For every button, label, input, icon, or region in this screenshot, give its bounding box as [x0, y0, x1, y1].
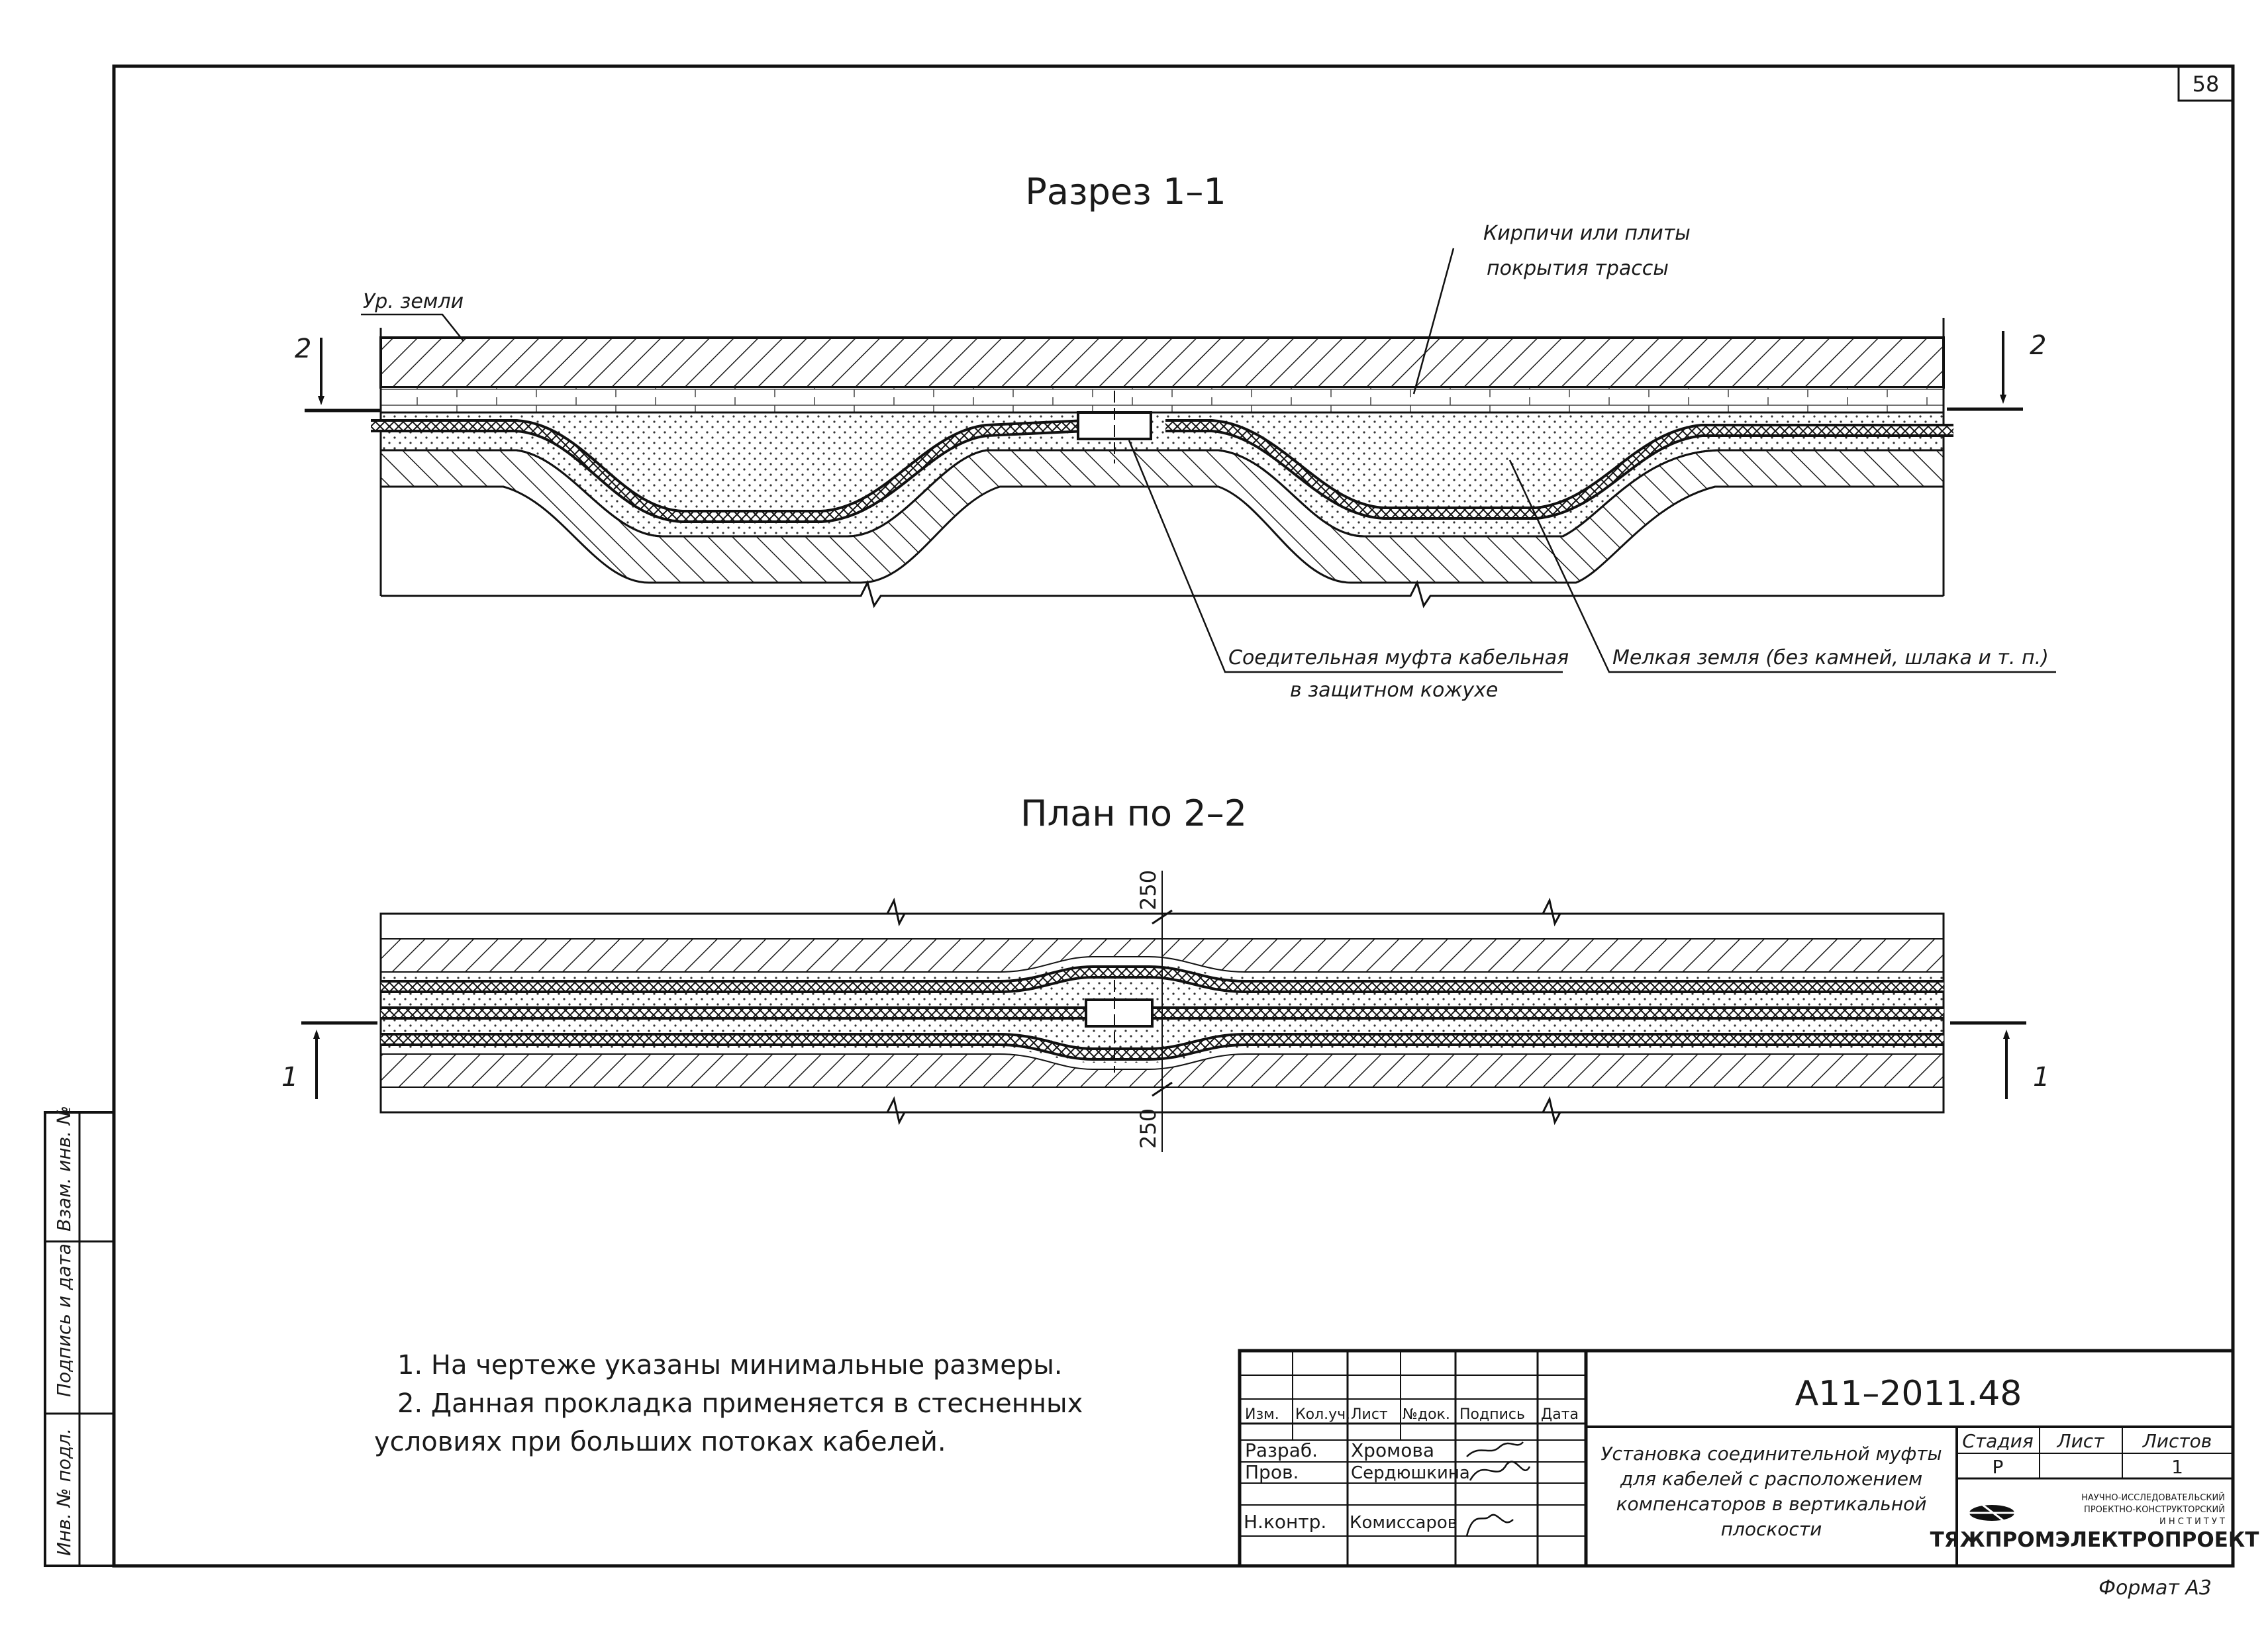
tb-name-dev: Хромова: [1351, 1439, 1434, 1461]
tb-name-check: Сердюшкина: [1351, 1463, 1470, 1483]
signature-dev: [1466, 1441, 1524, 1457]
soil-callout-label: Мелкая земля (без камней, шлака и т. п.): [1612, 646, 2049, 669]
sheet-number: 58: [2193, 72, 2220, 97]
tb-header-date: Дата: [1541, 1406, 1579, 1423]
tb-stage-value: Р: [1993, 1456, 2004, 1478]
tb-org-small-1: НАУЧНО-ИССЛЕДОВАТЕЛЬСКИЙ: [2081, 1492, 2225, 1503]
plan-view: 250 250: [379, 870, 1945, 1152]
ground-level-label: Ур. земли: [363, 290, 464, 313]
ground-surface-hatch: [379, 336, 1945, 389]
tb-sheets-header: Листов: [2142, 1430, 2212, 1452]
tb-header-change: Изм.: [1245, 1406, 1279, 1423]
tb-header-doc: №док.: [1403, 1406, 1450, 1423]
tb-desc-4: плоскости: [1721, 1518, 1822, 1540]
tb-role-check: Пров.: [1245, 1461, 1299, 1483]
title-block: Изм. Кол.уч. Лист №док. Подпись Дата Раз…: [1238, 1349, 2259, 1568]
notes: 1. На чертеже указаны минимальные размер…: [374, 1350, 1083, 1457]
tb-name-norm: Комиссаров: [1350, 1513, 1457, 1533]
cut-mark-right-1: 1: [1950, 1021, 2049, 1099]
plan-dim-top: 250: [1136, 870, 1161, 910]
tb-stage-header: Стадия: [1962, 1430, 2033, 1452]
cut-mark-left-2: 2: [295, 334, 381, 412]
cut-mark-right-1-label: 1: [2033, 1062, 2049, 1092]
plan-title: План по 2–2: [1020, 793, 1247, 834]
sheet-format: Формат А3: [2098, 1576, 2212, 1600]
org-logo: [1965, 1502, 2018, 1524]
sheet-number-box: 58: [2177, 66, 2233, 102]
tb-header-sign: Подпись: [1459, 1406, 1525, 1423]
tb-role-dev: Разраб.: [1245, 1439, 1318, 1461]
brick-callout: Кирпичи или плиты покрытия трассы: [1412, 222, 1691, 395]
note-1: 1. На чертеже указаны минимальные размер…: [397, 1350, 1063, 1380]
cut-mark-right-2: 2: [1947, 330, 2046, 411]
side-stamp: Взам. инв. № Подпись и дата Инв. № подл.: [44, 1106, 115, 1567]
cable-section-core: [371, 422, 1953, 520]
coupling-callout-line1: Соедительная муфта кабельная: [1228, 646, 1569, 669]
cut-mark-left-1-label: 1: [281, 1062, 298, 1092]
brick-callout-line2: покрытия трассы: [1487, 257, 1669, 280]
note-2-cont: условиях при больших потоках кабелей.: [374, 1427, 946, 1457]
side-stamp-signature: Подпись и дата: [53, 1243, 75, 1397]
tb-sheet-header: Лист: [2057, 1430, 2105, 1452]
soil-callout: Мелкая земля (без камней, шлака и т. п.): [1508, 459, 2056, 673]
tb-role-norm: Н.контр.: [1244, 1511, 1326, 1533]
tb-org-small-3: И Н С Т И Т У Т: [2159, 1517, 2225, 1527]
tb-doc-code: А11–2011.48: [1795, 1374, 2022, 1414]
coupling-callout-line2: в защитном кожухе: [1290, 679, 1498, 702]
ground-level-callout: Ур. земли: [361, 290, 464, 342]
section-title: Разрез 1–1: [1025, 171, 1226, 213]
cut-mark-left-1: 1: [281, 1021, 377, 1099]
tb-org-name: ТЯЖПРОМЭЛЕКТРОПРОЕКТ: [1930, 1528, 2259, 1552]
tb-desc-3: компенсаторов в вертикальной: [1616, 1493, 1927, 1515]
plan-coupling: [1085, 998, 1154, 1028]
tb-header-sheet: Лист: [1351, 1406, 1388, 1423]
side-stamp-inventory: Инв. № подл.: [53, 1428, 75, 1556]
coupling-callout: Соедительная муфта кабельная в защитном …: [1128, 440, 1569, 702]
section-view: [371, 318, 1953, 608]
cut-mark-right-2-label: 2: [2030, 330, 2046, 361]
tb-org-small-2: ПРОЕКТНО-КОНСТРУКТОРСКИЙ: [2084, 1504, 2225, 1515]
note-2: 2. Данная прокладка применяется в стесне…: [397, 1388, 1083, 1419]
brick-callout-line1: Кирпичи или плиты: [1483, 222, 1691, 245]
tb-desc-1: Установка соединительной муфты: [1601, 1443, 1942, 1465]
signature-norm: [1465, 1514, 1514, 1537]
sheet-frame: [112, 64, 2235, 1568]
side-stamp-replacement: Взам. инв. №: [53, 1106, 75, 1232]
signature-check: [1469, 1461, 1531, 1481]
tb-sheets-value: 1: [2171, 1456, 2183, 1478]
brick-layer: [380, 387, 1944, 413]
tb-header-count: Кол.уч.: [1295, 1406, 1350, 1423]
tb-desc-2: для кабелей с расположением: [1620, 1468, 1922, 1490]
plan-dim-bottom: 250: [1136, 1108, 1161, 1149]
cut-mark-left-2-label: 2: [295, 334, 311, 364]
